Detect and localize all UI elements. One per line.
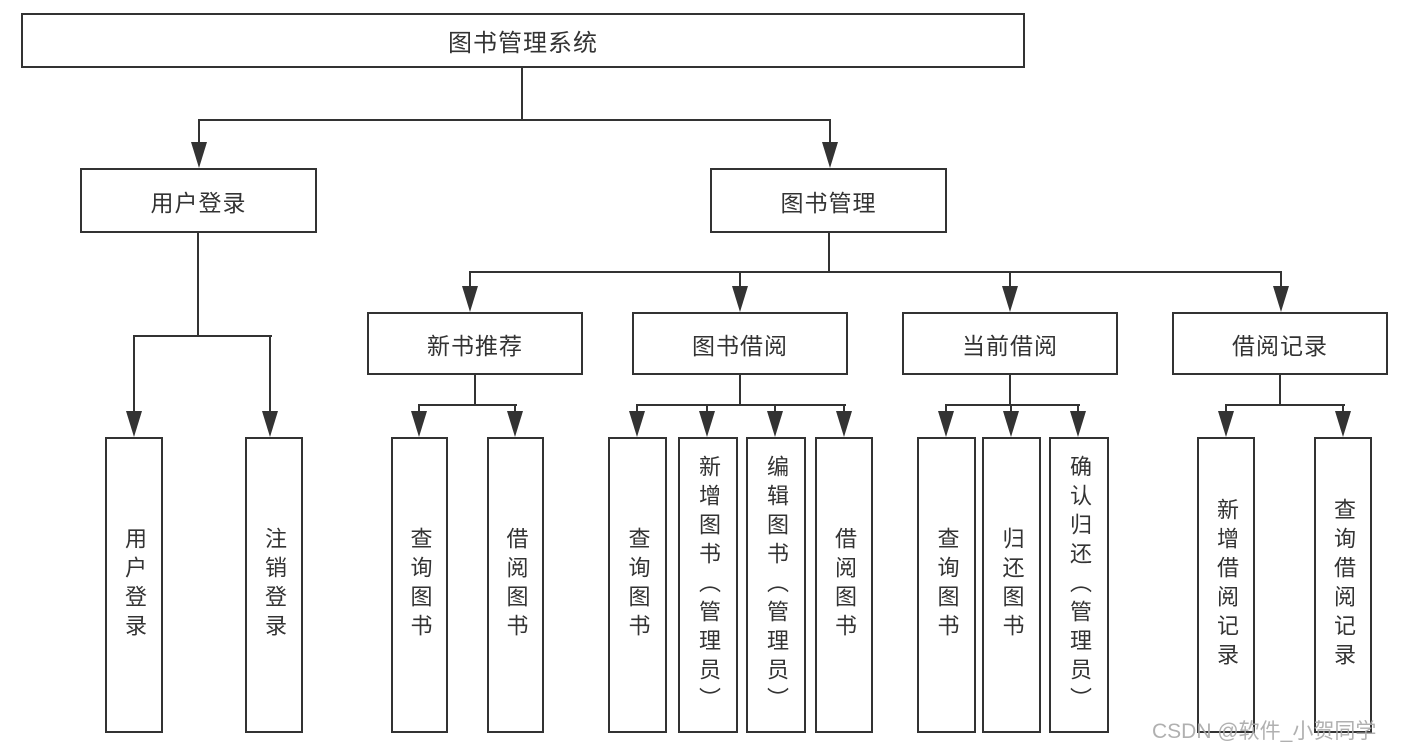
arrowhead-down-icon <box>126 411 142 437</box>
leaf-label: 用户登录 <box>122 527 147 643</box>
arrowhead-down-icon <box>1273 286 1289 312</box>
arrowhead-down-icon <box>836 411 852 437</box>
connector-vline <box>1077 404 1079 414</box>
node-book-borrowing: 图书借阅 <box>632 312 848 375</box>
node-new-book-recommend: 新书推荐 <box>367 312 583 375</box>
connector-vline <box>829 119 831 145</box>
arrowhead-down-icon <box>1218 411 1234 437</box>
node-book-management-branch: 图书管理 <box>710 168 947 233</box>
connector-vline <box>828 233 830 273</box>
leaf-label: 注销登录 <box>262 527 287 643</box>
leaf-label: 新增图书（管理员） <box>696 454 721 716</box>
leaf-edit-books-admin: 编辑图书（管理员） <box>746 437 806 733</box>
connector-vline <box>1009 271 1011 288</box>
arrowhead-down-icon <box>191 142 207 168</box>
connector-vline <box>774 404 776 414</box>
connector-vline <box>514 404 516 414</box>
leaf-label: 归还图书 <box>999 527 1025 643</box>
arrowhead-down-icon <box>1335 411 1351 437</box>
node-label: 用户登录 <box>150 189 247 216</box>
connector-vline <box>1280 271 1282 288</box>
connector-vline <box>474 375 476 406</box>
leaf-query-books-borrowing: 查询图书 <box>608 437 667 733</box>
connector-vline <box>197 233 199 337</box>
node-label: 图书管理 <box>780 189 877 216</box>
arrowhead-down-icon <box>938 411 954 437</box>
arrowhead-down-icon <box>1070 411 1086 437</box>
csdn-watermark: CSDN @软件_小贺同学 <box>1152 720 1377 743</box>
node-label: 当前借阅 <box>962 332 1058 359</box>
node-root-label: 图书管理系统 <box>448 30 598 57</box>
connector-vline <box>739 271 741 288</box>
connector-hline <box>1225 404 1345 406</box>
node-current-borrowing: 当前借阅 <box>902 312 1118 375</box>
connector-hline <box>198 119 831 121</box>
leaf-label: 查询图书 <box>407 527 433 643</box>
node-user-login-branch: 用户登录 <box>80 168 317 233</box>
connector-vline <box>133 335 135 413</box>
arrowhead-down-icon <box>411 411 427 437</box>
connector-hline <box>418 404 517 406</box>
connector-vline <box>521 68 523 121</box>
connector-vline <box>1279 375 1281 406</box>
arrowhead-down-icon <box>732 286 748 312</box>
connector-hline <box>133 335 272 337</box>
leaf-query-books-newbook: 查询图书 <box>391 437 448 733</box>
connector-hline <box>636 404 846 406</box>
leaf-label: 查询借阅记录 <box>1331 498 1356 672</box>
connector-vline <box>1342 404 1344 414</box>
leaf-logout: 注销登录 <box>245 437 303 733</box>
leaf-query-borrow-record: 查询借阅记录 <box>1314 437 1372 733</box>
arrowhead-down-icon <box>699 411 715 437</box>
connector-vline <box>1009 375 1011 406</box>
node-label: 图书借阅 <box>692 332 788 359</box>
leaf-return-books: 归还图书 <box>982 437 1041 733</box>
arrowhead-down-icon <box>507 411 523 437</box>
node-borrow-records: 借阅记录 <box>1172 312 1388 375</box>
leaf-add-books-admin: 新增图书（管理员） <box>678 437 738 733</box>
leaf-borrow-books-borrowing: 借阅图书 <box>815 437 873 733</box>
connector-vline <box>198 119 200 145</box>
leaf-query-books-current: 查询图书 <box>917 437 976 733</box>
connector-vline <box>469 271 471 288</box>
connector-vline <box>843 404 845 414</box>
connector-vline <box>1010 404 1012 414</box>
arrowhead-down-icon <box>1002 286 1018 312</box>
connector-vline <box>269 335 271 413</box>
connector-vline <box>945 404 947 414</box>
leaf-add-borrow-record: 新增借阅记录 <box>1197 437 1255 733</box>
leaf-label: 借阅图书 <box>503 527 529 643</box>
leaf-label: 借阅图书 <box>832 527 857 643</box>
arrowhead-down-icon <box>822 142 838 168</box>
leaf-label: 查询图书 <box>625 527 651 643</box>
arrowhead-down-icon <box>1003 411 1019 437</box>
connector-vline <box>1225 404 1227 414</box>
leaf-user-login: 用户登录 <box>105 437 163 733</box>
arrowhead-down-icon <box>262 411 278 437</box>
node-label: 借阅记录 <box>1232 332 1328 359</box>
node-label: 新书推荐 <box>427 332 523 359</box>
leaf-label: 确认归还（管理员） <box>1067 454 1092 716</box>
connector-vline <box>739 375 741 406</box>
connector-hline <box>469 271 1282 273</box>
connector-vline <box>418 404 420 414</box>
arrowhead-down-icon <box>767 411 783 437</box>
leaf-confirm-return-admin: 确认归还（管理员） <box>1049 437 1109 733</box>
leaf-borrow-books-newbook: 借阅图书 <box>487 437 544 733</box>
leaf-label: 编辑图书（管理员） <box>764 454 789 716</box>
arrowhead-down-icon <box>629 411 645 437</box>
connector-vline <box>706 404 708 414</box>
node-root-system: 图书管理系统 <box>21 13 1025 68</box>
leaf-label: 查询图书 <box>934 527 960 643</box>
arrowhead-down-icon <box>462 286 478 312</box>
connector-vline <box>636 404 638 414</box>
connector-hline <box>945 404 1080 406</box>
leaf-label: 新增借阅记录 <box>1214 498 1239 672</box>
